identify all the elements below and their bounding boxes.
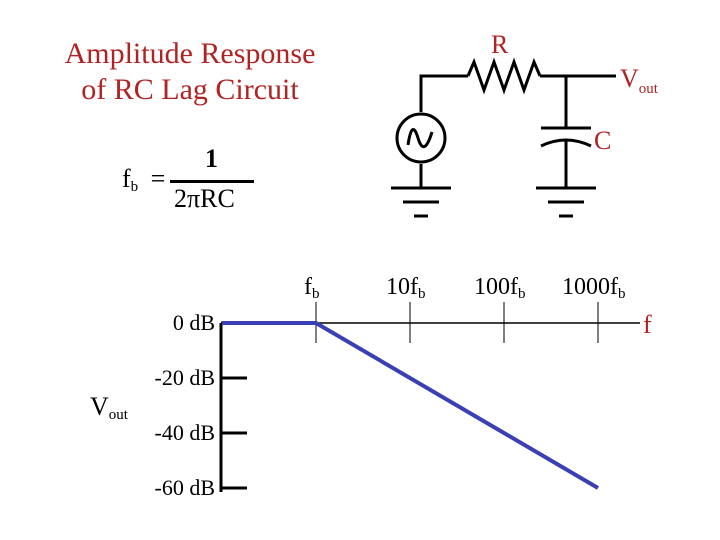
capacitor-plate-bottom <box>540 138 592 148</box>
formula-equals: = <box>150 164 166 193</box>
y-tick-label: -20 dB <box>154 365 216 390</box>
ground-icon <box>536 186 596 218</box>
x-tick-label: 100fb <box>474 274 526 302</box>
wire-source-to-resistor <box>419 74 468 112</box>
x-tick-label: fb <box>304 274 320 302</box>
y-axis-label: Vout <box>90 392 128 423</box>
title-line-2: of RC Lag Circuit <box>81 73 299 106</box>
cutoff-formula: fb = <box>122 164 165 196</box>
ground-icon <box>391 186 451 218</box>
circuit <box>419 57 616 188</box>
formula-numerator: 1 <box>205 144 218 173</box>
formula-denominator: 2πRC <box>174 184 235 213</box>
formula-lhs-sub: b <box>130 179 139 195</box>
capacitor-label: C <box>594 126 612 155</box>
y-tick-label: 0 dB <box>172 310 215 335</box>
title-line-1: Amplitude Response <box>64 37 316 70</box>
formula-lhs: f <box>122 164 131 193</box>
ac-source-icon <box>395 112 447 164</box>
fraction-bar <box>170 180 254 183</box>
output-voltage-sub: out <box>638 81 658 97</box>
x-tick-label: 10fb <box>386 274 426 302</box>
x-axis-label: f <box>643 310 652 339</box>
resistor-icon <box>466 57 542 95</box>
y-tick-label: -60 dB <box>154 475 216 500</box>
slide-title: Amplitude Response of RC Lag Circuit <box>20 36 360 108</box>
x-tick-label: 1000fb <box>562 274 626 302</box>
resistor-label: R <box>491 30 509 59</box>
response-line <box>222 321 600 490</box>
bode-plot <box>219 302 640 492</box>
output-voltage-base: V <box>620 64 639 93</box>
y-tick-label: -40 dB <box>154 420 216 445</box>
output-voltage-label: Vout <box>620 64 658 98</box>
